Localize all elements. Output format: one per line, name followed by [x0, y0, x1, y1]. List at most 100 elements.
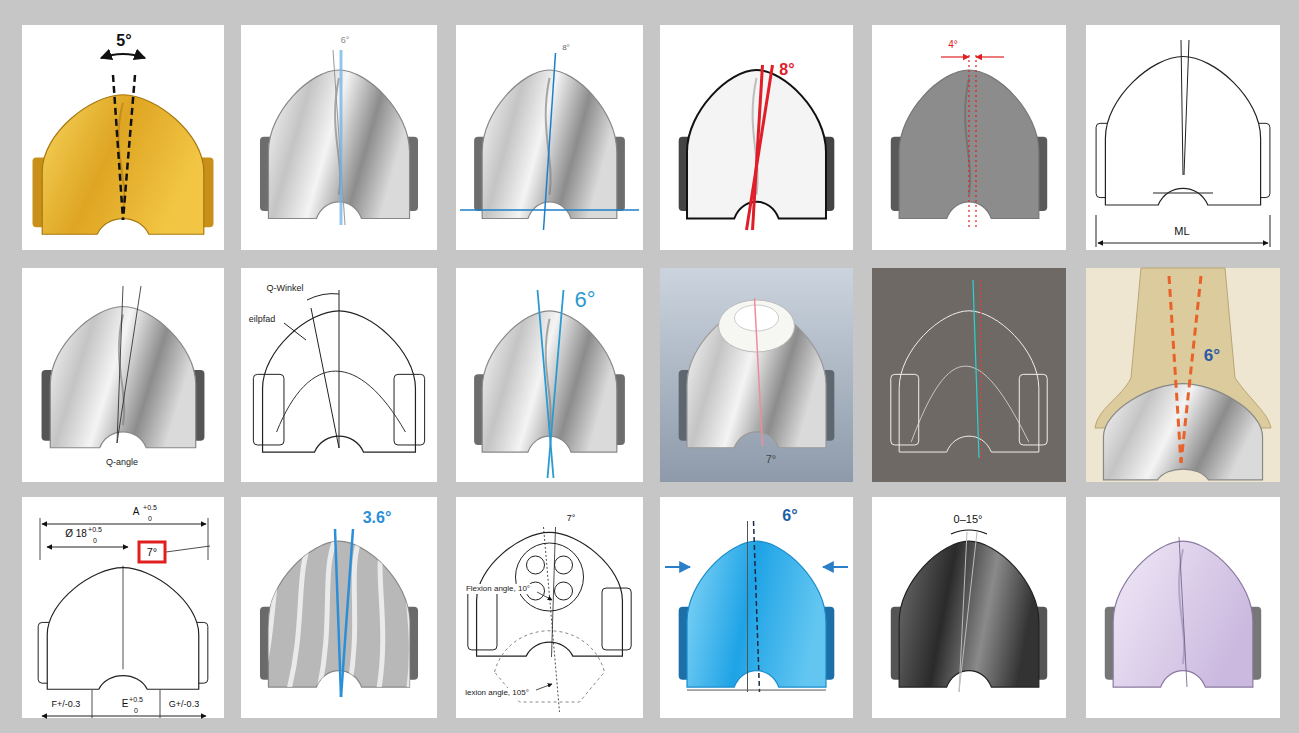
illustration-shape — [40, 518, 41, 560]
illustration-shape — [537, 592, 552, 600]
illustration-shape — [117, 286, 141, 443]
illustration-shape — [747, 521, 748, 692]
illustration-shape — [687, 690, 826, 691]
illustration-shape — [241, 268, 437, 482]
illustration-shape — [253, 374, 284, 445]
illustration-shape — [92, 690, 93, 718]
dimension-label: A — [133, 507, 140, 517]
illustration-shape — [208, 518, 209, 560]
angle-label: 4° — [948, 40, 958, 50]
tolerance-label: 0 — [148, 515, 152, 522]
angle-label: 6° — [1204, 347, 1220, 364]
illustration-shape — [1184, 40, 1189, 175]
dimension-label: Ø 18 — [65, 529, 87, 539]
angle-label: 7° — [567, 514, 576, 523]
image-panel — [241, 25, 437, 250]
illustration-shape — [555, 582, 573, 600]
illustration-shape — [335, 529, 341, 697]
panel-grid — [22, 25, 1280, 718]
illustration-shape — [50, 307, 195, 448]
illustration-shape — [973, 280, 979, 458]
illustration-shape — [1086, 268, 1280, 482]
illustration-shape — [311, 308, 339, 448]
angle-label: 3.6° — [363, 510, 392, 526]
illustration-shape — [341, 529, 353, 697]
illustration-shape — [911, 366, 1029, 442]
illustration-shape — [241, 25, 437, 250]
tolerance-label: 0 — [93, 537, 97, 544]
illustration-shape — [160, 690, 161, 718]
illustration-shape — [754, 521, 760, 692]
image-panel — [241, 497, 437, 718]
image-panel — [456, 497, 643, 718]
illustration-shape — [1086, 25, 1280, 250]
angle-label: 8° — [562, 44, 570, 52]
illustration-shape — [378, 536, 384, 692]
illustration-shape — [307, 294, 339, 300]
image-panel — [660, 268, 853, 482]
illustration-shape — [660, 268, 853, 482]
image-panel — [872, 25, 1066, 250]
illustration-shape — [538, 290, 554, 478]
illustration-shape — [456, 268, 643, 482]
illustration-shape — [959, 532, 967, 692]
illustration-shape — [288, 536, 312, 692]
illustration-shape — [166, 546, 210, 552]
dimension-label: E — [122, 699, 129, 709]
image-panel — [456, 268, 643, 482]
illustration-shape — [47, 547, 128, 548]
illustration-shape — [318, 536, 336, 692]
image-panel — [456, 25, 643, 250]
image-panel — [1086, 268, 1280, 482]
angle-label: 8° — [779, 62, 794, 78]
image-panel — [872, 268, 1066, 482]
illustration-shape — [555, 556, 573, 574]
illustration-shape — [456, 497, 643, 718]
image-panel — [1086, 497, 1280, 718]
illustration-shape — [1179, 537, 1187, 687]
dimension-label: F+/-0.3 — [52, 700, 81, 709]
illustration-shape — [113, 75, 123, 220]
illustration-shape — [959, 532, 977, 692]
illustration-shape — [899, 541, 1039, 687]
illustration-shape — [872, 268, 1066, 482]
angle-label: 5° — [116, 33, 131, 49]
illustration-shape — [42, 716, 206, 717]
illustration-shape — [101, 54, 145, 58]
illustration-shape — [602, 588, 631, 650]
illustration-shape — [277, 371, 406, 432]
illustration-shape — [1179, 549, 1184, 664]
image-panel — [22, 25, 224, 250]
illustration-shape — [22, 25, 224, 250]
illustration-shape — [42, 524, 206, 525]
illustration-shape — [340, 50, 343, 225]
illustration-shape — [660, 497, 853, 718]
illustration-shape — [1169, 276, 1181, 463]
illustration-shape — [976, 56, 1004, 57]
illustration-shape — [333, 50, 345, 225]
illustration-shape — [477, 532, 623, 656]
illustration-shape — [516, 543, 584, 611]
illustration-shape — [665, 566, 690, 568]
image-panel — [22, 497, 224, 718]
illustration-shape — [823, 566, 848, 568]
illustration-shape — [1181, 40, 1183, 175]
illustration-shape — [258, 536, 288, 692]
angle-label: 7° — [147, 547, 158, 558]
illustration-shape — [527, 556, 545, 574]
image-panel — [241, 268, 437, 482]
illustration-shape — [975, 55, 976, 230]
illustration-shape — [687, 541, 826, 687]
illustration-shape — [552, 527, 556, 657]
angle-label: 6° — [574, 289, 595, 311]
image-panel — [872, 497, 1066, 718]
illustration-shape — [394, 374, 425, 445]
illustration-shape — [1181, 276, 1201, 463]
caption-label: eilpfad — [249, 315, 276, 324]
illustration-shape — [1270, 215, 1271, 247]
illustration-shape — [951, 530, 987, 534]
illustration-shape — [755, 298, 763, 446]
illustration-shape — [139, 542, 165, 562]
illustration-shape — [980, 280, 981, 458]
